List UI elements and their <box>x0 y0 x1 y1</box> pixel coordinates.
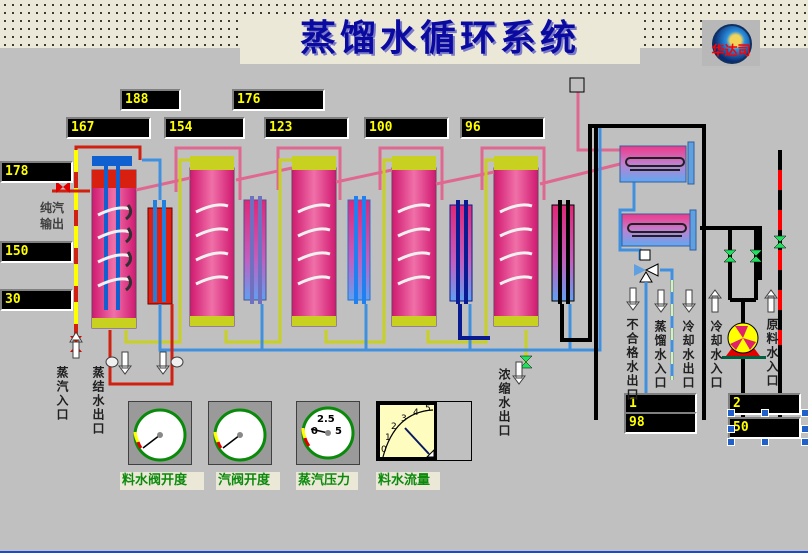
dial-icon <box>301 406 355 460</box>
label-cooling-water-out: 冷却水出口 <box>681 320 695 390</box>
selection-handle[interactable] <box>727 409 735 417</box>
readout-effect-5: 96 <box>460 117 545 139</box>
readout-left-low: 30 <box>0 289 73 311</box>
black-cooling-pipes <box>560 124 762 420</box>
cooling-valve-2[interactable] <box>749 249 763 263</box>
arrow-up-icon <box>708 289 722 313</box>
scale-3: 3 <box>401 414 407 424</box>
selection-handle[interactable] <box>801 409 808 417</box>
preheater-1 <box>147 200 173 305</box>
selection-handle[interactable] <box>801 425 808 433</box>
effect-column-2 <box>189 156 235 327</box>
readout-upper-2: 176 <box>232 89 325 111</box>
scale-2: 2 <box>391 422 397 432</box>
readout-right-2: 98 <box>624 412 697 434</box>
readout-effect-4: 100 <box>364 117 449 139</box>
label-steam-in: 蒸汽入口 <box>55 366 69 422</box>
vent-cap <box>569 77 585 93</box>
separator-2 <box>243 196 267 304</box>
effect-column-5 <box>493 156 539 327</box>
selection-handle[interactable] <box>727 425 735 433</box>
separator-4 <box>449 200 473 304</box>
arrow-up-icon <box>69 331 83 359</box>
selection-handle[interactable] <box>801 438 808 446</box>
pink-vapor-pipes <box>135 92 621 200</box>
label-cooling-water-in: 冷却水入口 <box>709 320 723 390</box>
globe-icon <box>712 24 752 64</box>
dial-icon <box>133 408 187 462</box>
feed-pump[interactable] <box>722 322 766 359</box>
scale-4: 4 <box>413 408 419 418</box>
arrow-down-icon <box>682 289 696 313</box>
navy-pipe <box>458 304 490 340</box>
arrow-down-icon <box>654 289 668 313</box>
concentrate-valve[interactable] <box>519 355 533 369</box>
flow-meter-face <box>377 402 437 460</box>
flow-arrows <box>69 287 778 385</box>
condenser-upper <box>619 141 695 185</box>
condenser-lower <box>621 209 697 251</box>
scale-0: 0 <box>381 445 387 455</box>
readout-steam-temp: 178 <box>0 161 73 183</box>
separator-3 <box>347 196 371 304</box>
logo-text: 华达司 <box>711 44 751 59</box>
raw-water-valve[interactable] <box>773 235 787 249</box>
scale-1: 1 <box>385 433 391 443</box>
arrow-down-icon <box>118 351 132 375</box>
caption-feed-flow: 料水流量 <box>376 472 440 490</box>
effect-column-1 <box>91 156 137 329</box>
page-title: 蒸馏水循环系统 <box>299 18 580 59</box>
caption-feed-valve: 料水阀开度 <box>120 472 204 490</box>
readout-right-4[interactable]: 50 <box>728 417 801 439</box>
pure-steam-valve[interactable] <box>56 181 70 193</box>
dial-icon <box>213 408 267 462</box>
drain-valves <box>105 356 184 368</box>
scale-max: 5 <box>335 426 342 437</box>
three-way-valve[interactable] <box>634 249 659 283</box>
readout-effect-3: 123 <box>264 117 349 139</box>
gauge-steam-pressure[interactable]: 2.5 0 5 <box>296 401 360 465</box>
scale-mid: 2.5 <box>317 414 335 425</box>
cooling-valve-1[interactable] <box>723 249 737 263</box>
selection-handle[interactable] <box>727 438 735 446</box>
selection-handle[interactable] <box>761 409 769 417</box>
label-distilled-water-in: 蒸馏水入口 <box>653 320 667 390</box>
title-panel: 蒸馏水循环系统 <box>240 16 640 64</box>
arrow-down-icon <box>512 361 526 385</box>
scale-min: 0 <box>311 426 318 437</box>
caption-steam-pressure: 蒸汽压力 <box>296 472 358 490</box>
gauge-feed-flow[interactable]: 0 1 2 3 4 5 <box>376 401 472 461</box>
effect-column-3 <box>291 156 337 327</box>
caption-steam-valve: 汽阀开度 <box>216 472 280 490</box>
separator-5 <box>551 200 575 304</box>
label-concentrate-out: 浓缩水出口 <box>497 368 511 438</box>
arrow-down-icon <box>156 351 170 375</box>
gauge-steam-valve[interactable] <box>208 401 272 465</box>
label-pure-steam-out: 纯汽输出 <box>40 201 65 231</box>
readout-left-mid: 150 <box>0 241 73 263</box>
selection-handle[interactable] <box>761 438 769 446</box>
label-condensate-out: 蒸结水出口 <box>91 366 105 436</box>
company-logo[interactable]: 华达司 <box>702 20 760 66</box>
gauge-feed-valve[interactable] <box>128 401 192 465</box>
scale-5: 5 <box>425 404 431 414</box>
yellow-feed-pipes <box>124 158 528 368</box>
readout-upper-1: 188 <box>120 89 181 111</box>
readout-effect-2: 154 <box>164 117 245 139</box>
label-reject-water-out: 不合格水出口 <box>625 318 639 402</box>
arrow-down-icon <box>626 287 640 311</box>
arrow-up-icon <box>764 289 778 313</box>
bottom-edge <box>0 551 808 553</box>
effect-column-4 <box>391 156 437 327</box>
label-raw-water-in: 原料水入口 <box>765 318 779 388</box>
readout-effect-1: 167 <box>66 117 151 139</box>
